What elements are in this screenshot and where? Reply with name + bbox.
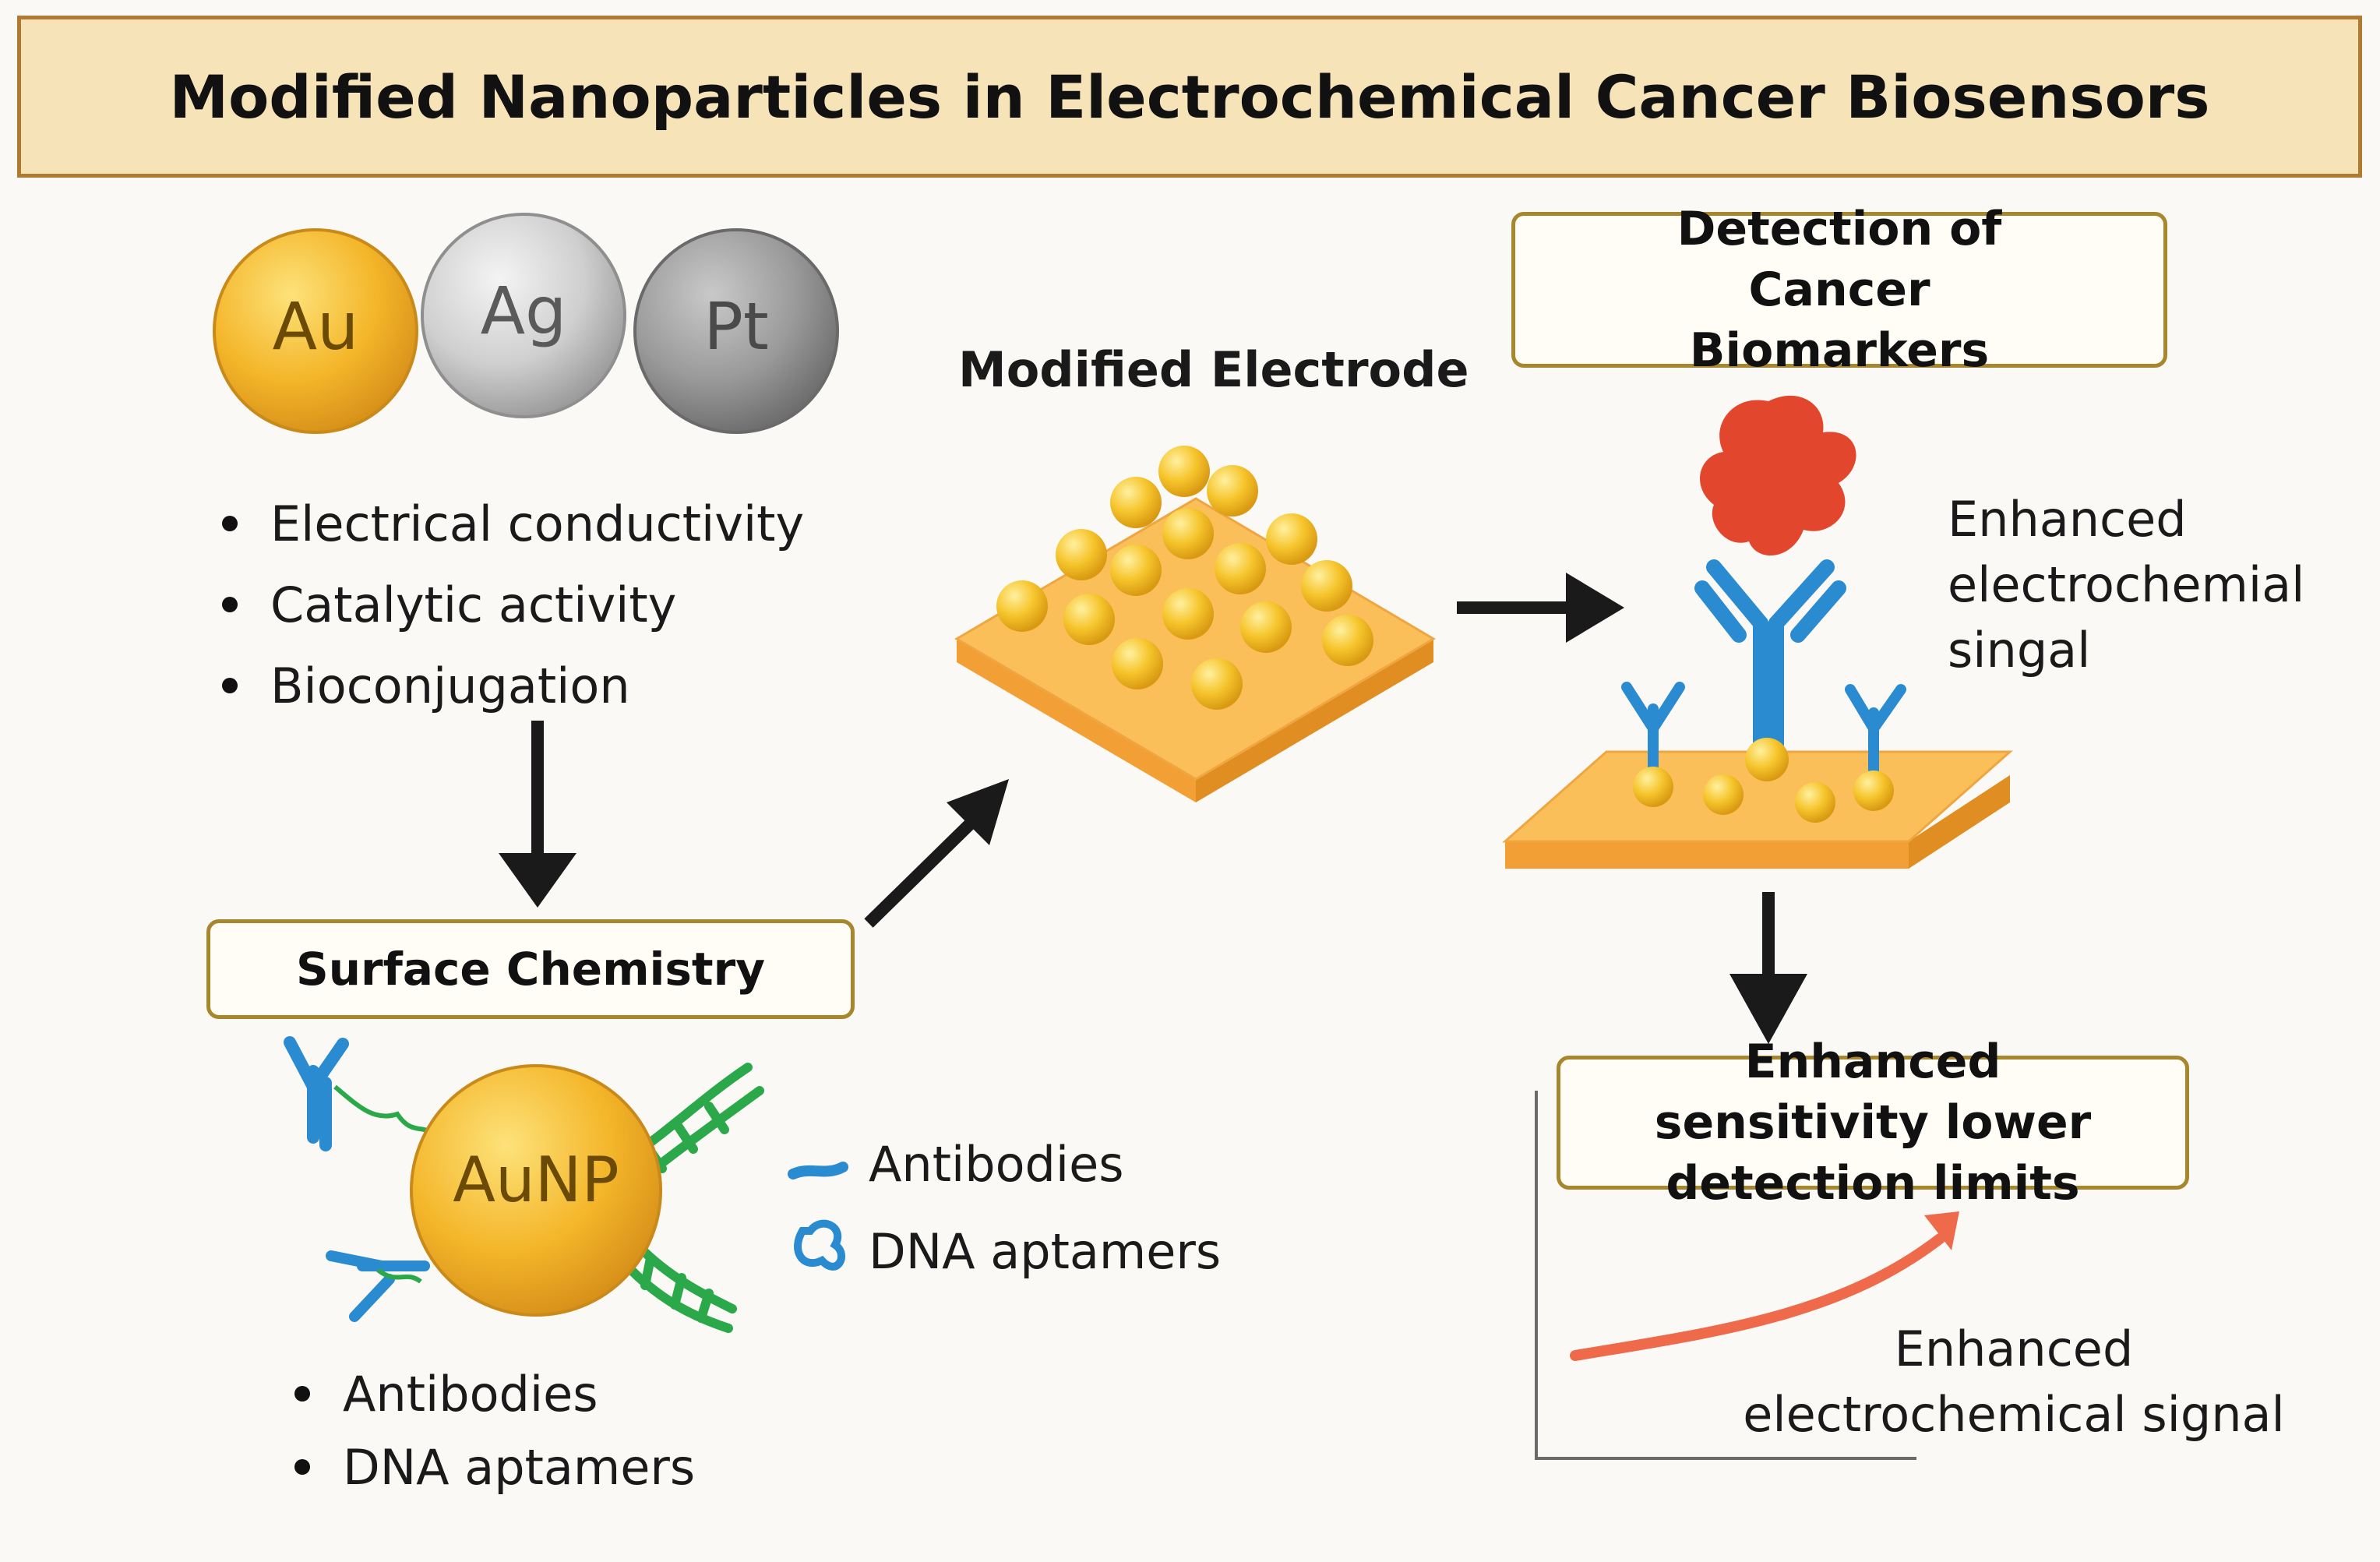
surface-chemistry-box: Surface Chemistry	[206, 919, 855, 1019]
arrow-diagonal	[864, 809, 985, 928]
arrow-right-head	[1566, 573, 1624, 643]
bullet-dot	[294, 1386, 310, 1402]
electrode-nanoparticles	[996, 446, 1373, 710]
modified-electrode-label: Modified Electrode	[958, 341, 1469, 398]
aptamer-legend-icon	[794, 1219, 846, 1271]
page-title: Modified Nanoparticles in Electrochemica…	[169, 62, 2210, 132]
ag-label: Ag	[480, 273, 567, 349]
arrow-diagonal-head	[947, 779, 1009, 845]
signal-label: Enhanced electrochemial singal	[1948, 491, 2305, 679]
conjugate-item: DNA aptamers	[294, 1430, 695, 1504]
detection-box: Detection of Cancer Biomarkers	[1511, 202, 2167, 378]
property-item: Electrical conductivity	[222, 483, 804, 564]
detection-nanoparticles	[1633, 738, 1894, 823]
ag-nanoparticle-sphere	[421, 213, 626, 418]
conjugate-item: Antibodies	[294, 1357, 695, 1430]
bullet-dot	[294, 1459, 310, 1475]
pt-nanoparticle-sphere	[633, 228, 839, 434]
aunp-label: AuNP	[453, 1144, 619, 1216]
au-nanoparticle-sphere	[213, 228, 418, 434]
title-banner: Modified Nanoparticles in Electrochemica…	[17, 16, 2362, 178]
conjugate-bullet-list: Antibodies DNA aptamers	[294, 1357, 695, 1504]
aunp-sphere	[410, 1064, 662, 1317]
signal-curve-head	[1924, 1211, 1959, 1250]
pt-label: Pt	[703, 288, 769, 365]
property-item: Catalytic activity	[222, 564, 804, 645]
curve-label: Enhanced electrochemical signal	[1743, 1320, 2285, 1443]
result-chart-axes	[1535, 1091, 1916, 1460]
au-label: Au	[272, 288, 359, 365]
signal-curve	[1570, 1233, 1945, 1361]
properties-list: Electrical conductivity Catalytic activi…	[222, 483, 804, 726]
large-antibody-icon	[1694, 559, 1846, 752]
aunp-conjugate	[284, 1036, 764, 1333]
arrow-down-right-head	[1729, 974, 1807, 1044]
result-box: Enhanced sensitivity lower detection lim…	[1557, 1035, 2189, 1211]
bullet-dot	[222, 597, 238, 612]
legend-aptamers-label: DNA aptamers	[869, 1223, 1222, 1280]
antibody-legend-icon	[788, 1162, 848, 1179]
bullet-dot	[222, 678, 238, 693]
bullet-dot	[222, 516, 238, 531]
legend-antibodies-label: Antibodies	[869, 1136, 1124, 1193]
property-item: Bioconjugation	[222, 645, 804, 726]
arrow-down-left-head	[499, 853, 576, 908]
cancer-biomarker-icon	[1700, 395, 1856, 556]
